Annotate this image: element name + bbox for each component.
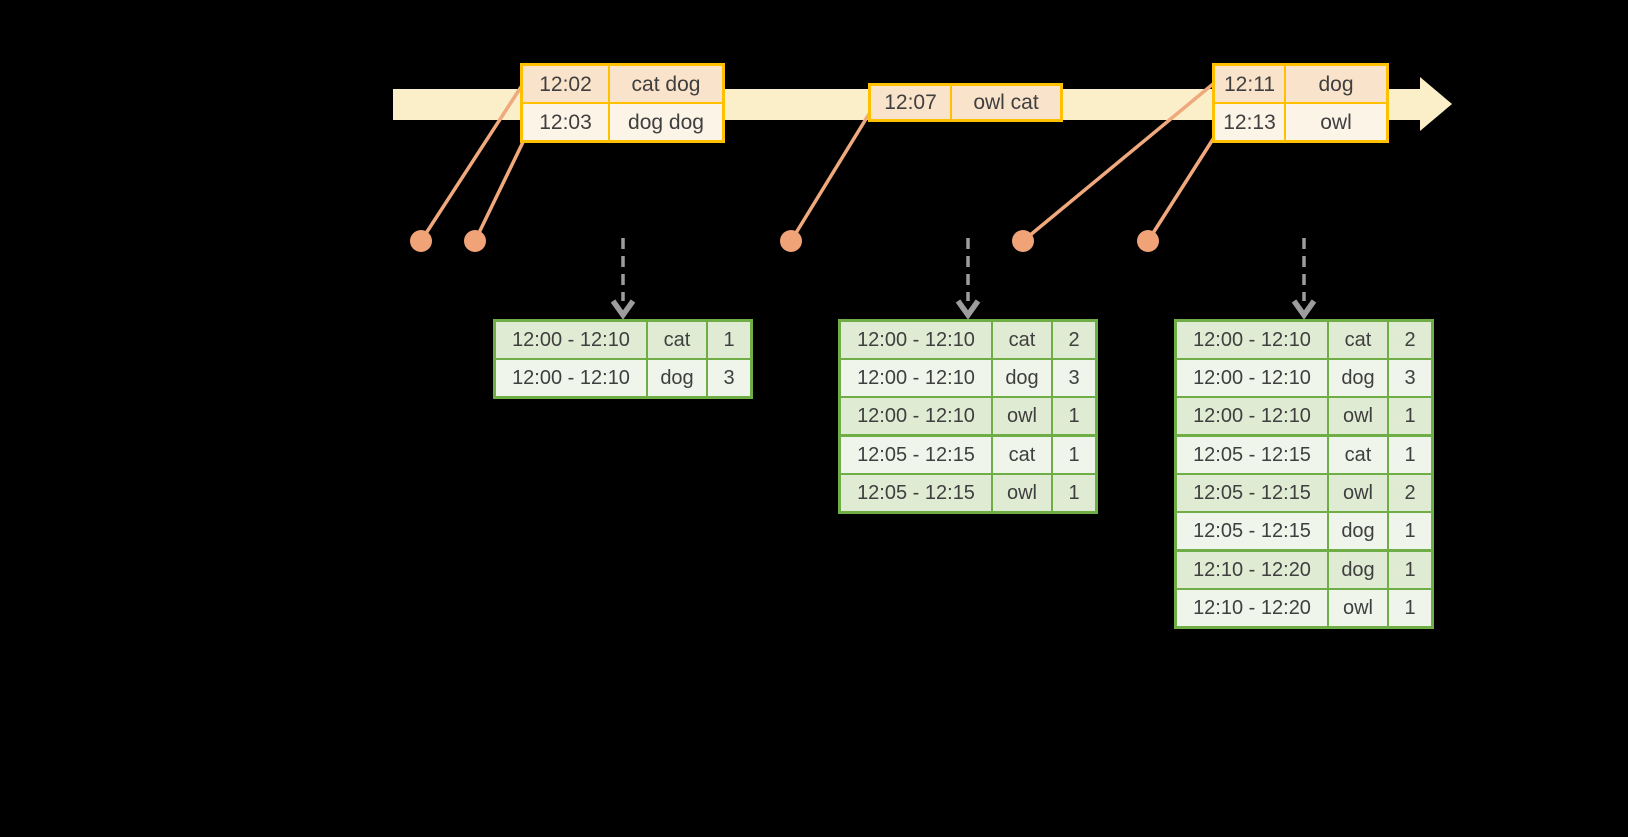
count-cell: 1	[1389, 398, 1431, 434]
window-cell: 12:05 - 12:15	[1177, 437, 1327, 473]
words-cell: dog	[1286, 66, 1386, 102]
word-cell: dog	[648, 360, 706, 396]
window-cell: 12:00 - 12:10	[496, 360, 646, 396]
trigger-arrow-head	[955, 299, 981, 320]
word-cell: owl	[1329, 475, 1387, 511]
window-cell: 12:10 - 12:20	[1177, 552, 1327, 588]
connector-line	[1021, 82, 1215, 243]
trigger-arrow-head	[1291, 299, 1317, 320]
window-cell: 12:10 - 12:20	[1177, 590, 1327, 626]
count-cell: 2	[1389, 475, 1431, 511]
words-cell: cat dog	[610, 66, 722, 102]
word-cell: owl	[1329, 590, 1387, 626]
connector-line	[473, 138, 526, 243]
event-dot	[464, 230, 486, 252]
event-dot	[1012, 230, 1034, 252]
time-cell: 12:13	[1215, 104, 1284, 140]
window-cell: 12:05 - 12:15	[841, 437, 991, 473]
count-cell: 3	[1389, 360, 1431, 396]
count-cell: 1	[1389, 590, 1431, 626]
event-dot	[410, 230, 432, 252]
time-cell: 12:11	[1215, 66, 1284, 102]
window-cell: 12:00 - 12:10	[496, 322, 646, 358]
count-cell: 1	[1389, 552, 1431, 588]
window-cell: 12:05 - 12:15	[841, 475, 991, 511]
window-cell: 12:00 - 12:10	[841, 322, 991, 358]
count-cell: 1	[1053, 398, 1095, 434]
words-cell: owl cat	[952, 86, 1060, 119]
time-cell: 12:03	[523, 104, 608, 140]
window-cell: 12:00 - 12:10	[1177, 322, 1327, 358]
window-cell: 12:00 - 12:10	[1177, 360, 1327, 396]
connector-line	[789, 112, 871, 243]
word-cell: dog	[1329, 552, 1387, 588]
count-cell: 1	[1053, 437, 1095, 473]
connector-line	[1146, 134, 1217, 243]
word-cell: dog	[1329, 360, 1387, 396]
event-dot	[1137, 230, 1159, 252]
word-cell: cat	[993, 322, 1051, 358]
word-cell: dog	[1329, 513, 1387, 549]
timeline-arrowhead	[1420, 77, 1452, 131]
word-cell: owl	[993, 398, 1051, 434]
word-cell: cat	[1329, 437, 1387, 473]
word-cell: owl	[993, 475, 1051, 511]
window-cell: 12:05 - 12:15	[1177, 475, 1327, 511]
time-cell: 12:07	[871, 86, 950, 119]
count-cell: 2	[1389, 322, 1431, 358]
window-cell: 12:00 - 12:10	[841, 398, 991, 434]
word-cell: owl	[1329, 398, 1387, 434]
time-cell: 12:02	[523, 66, 608, 102]
words-cell: dog dog	[610, 104, 722, 140]
event-dot	[780, 230, 802, 252]
word-cell: dog	[993, 360, 1051, 396]
word-cell: cat	[648, 322, 706, 358]
count-cell: 1	[1053, 475, 1095, 511]
count-cell: 2	[1053, 322, 1095, 358]
count-cell: 3	[1053, 360, 1095, 396]
word-cell: cat	[1329, 322, 1387, 358]
count-cell: 1	[1389, 437, 1431, 473]
word-cell: cat	[993, 437, 1051, 473]
count-cell: 1	[1389, 513, 1431, 549]
connector-line	[419, 85, 523, 243]
window-cell: 12:00 - 12:10	[1177, 398, 1327, 434]
window-cell: 12:00 - 12:10	[841, 360, 991, 396]
count-cell: 3	[708, 360, 750, 396]
count-cell: 1	[708, 322, 750, 358]
words-cell: owl	[1286, 104, 1386, 140]
window-cell: 12:05 - 12:15	[1177, 513, 1327, 549]
trigger-arrow-head	[610, 299, 636, 320]
